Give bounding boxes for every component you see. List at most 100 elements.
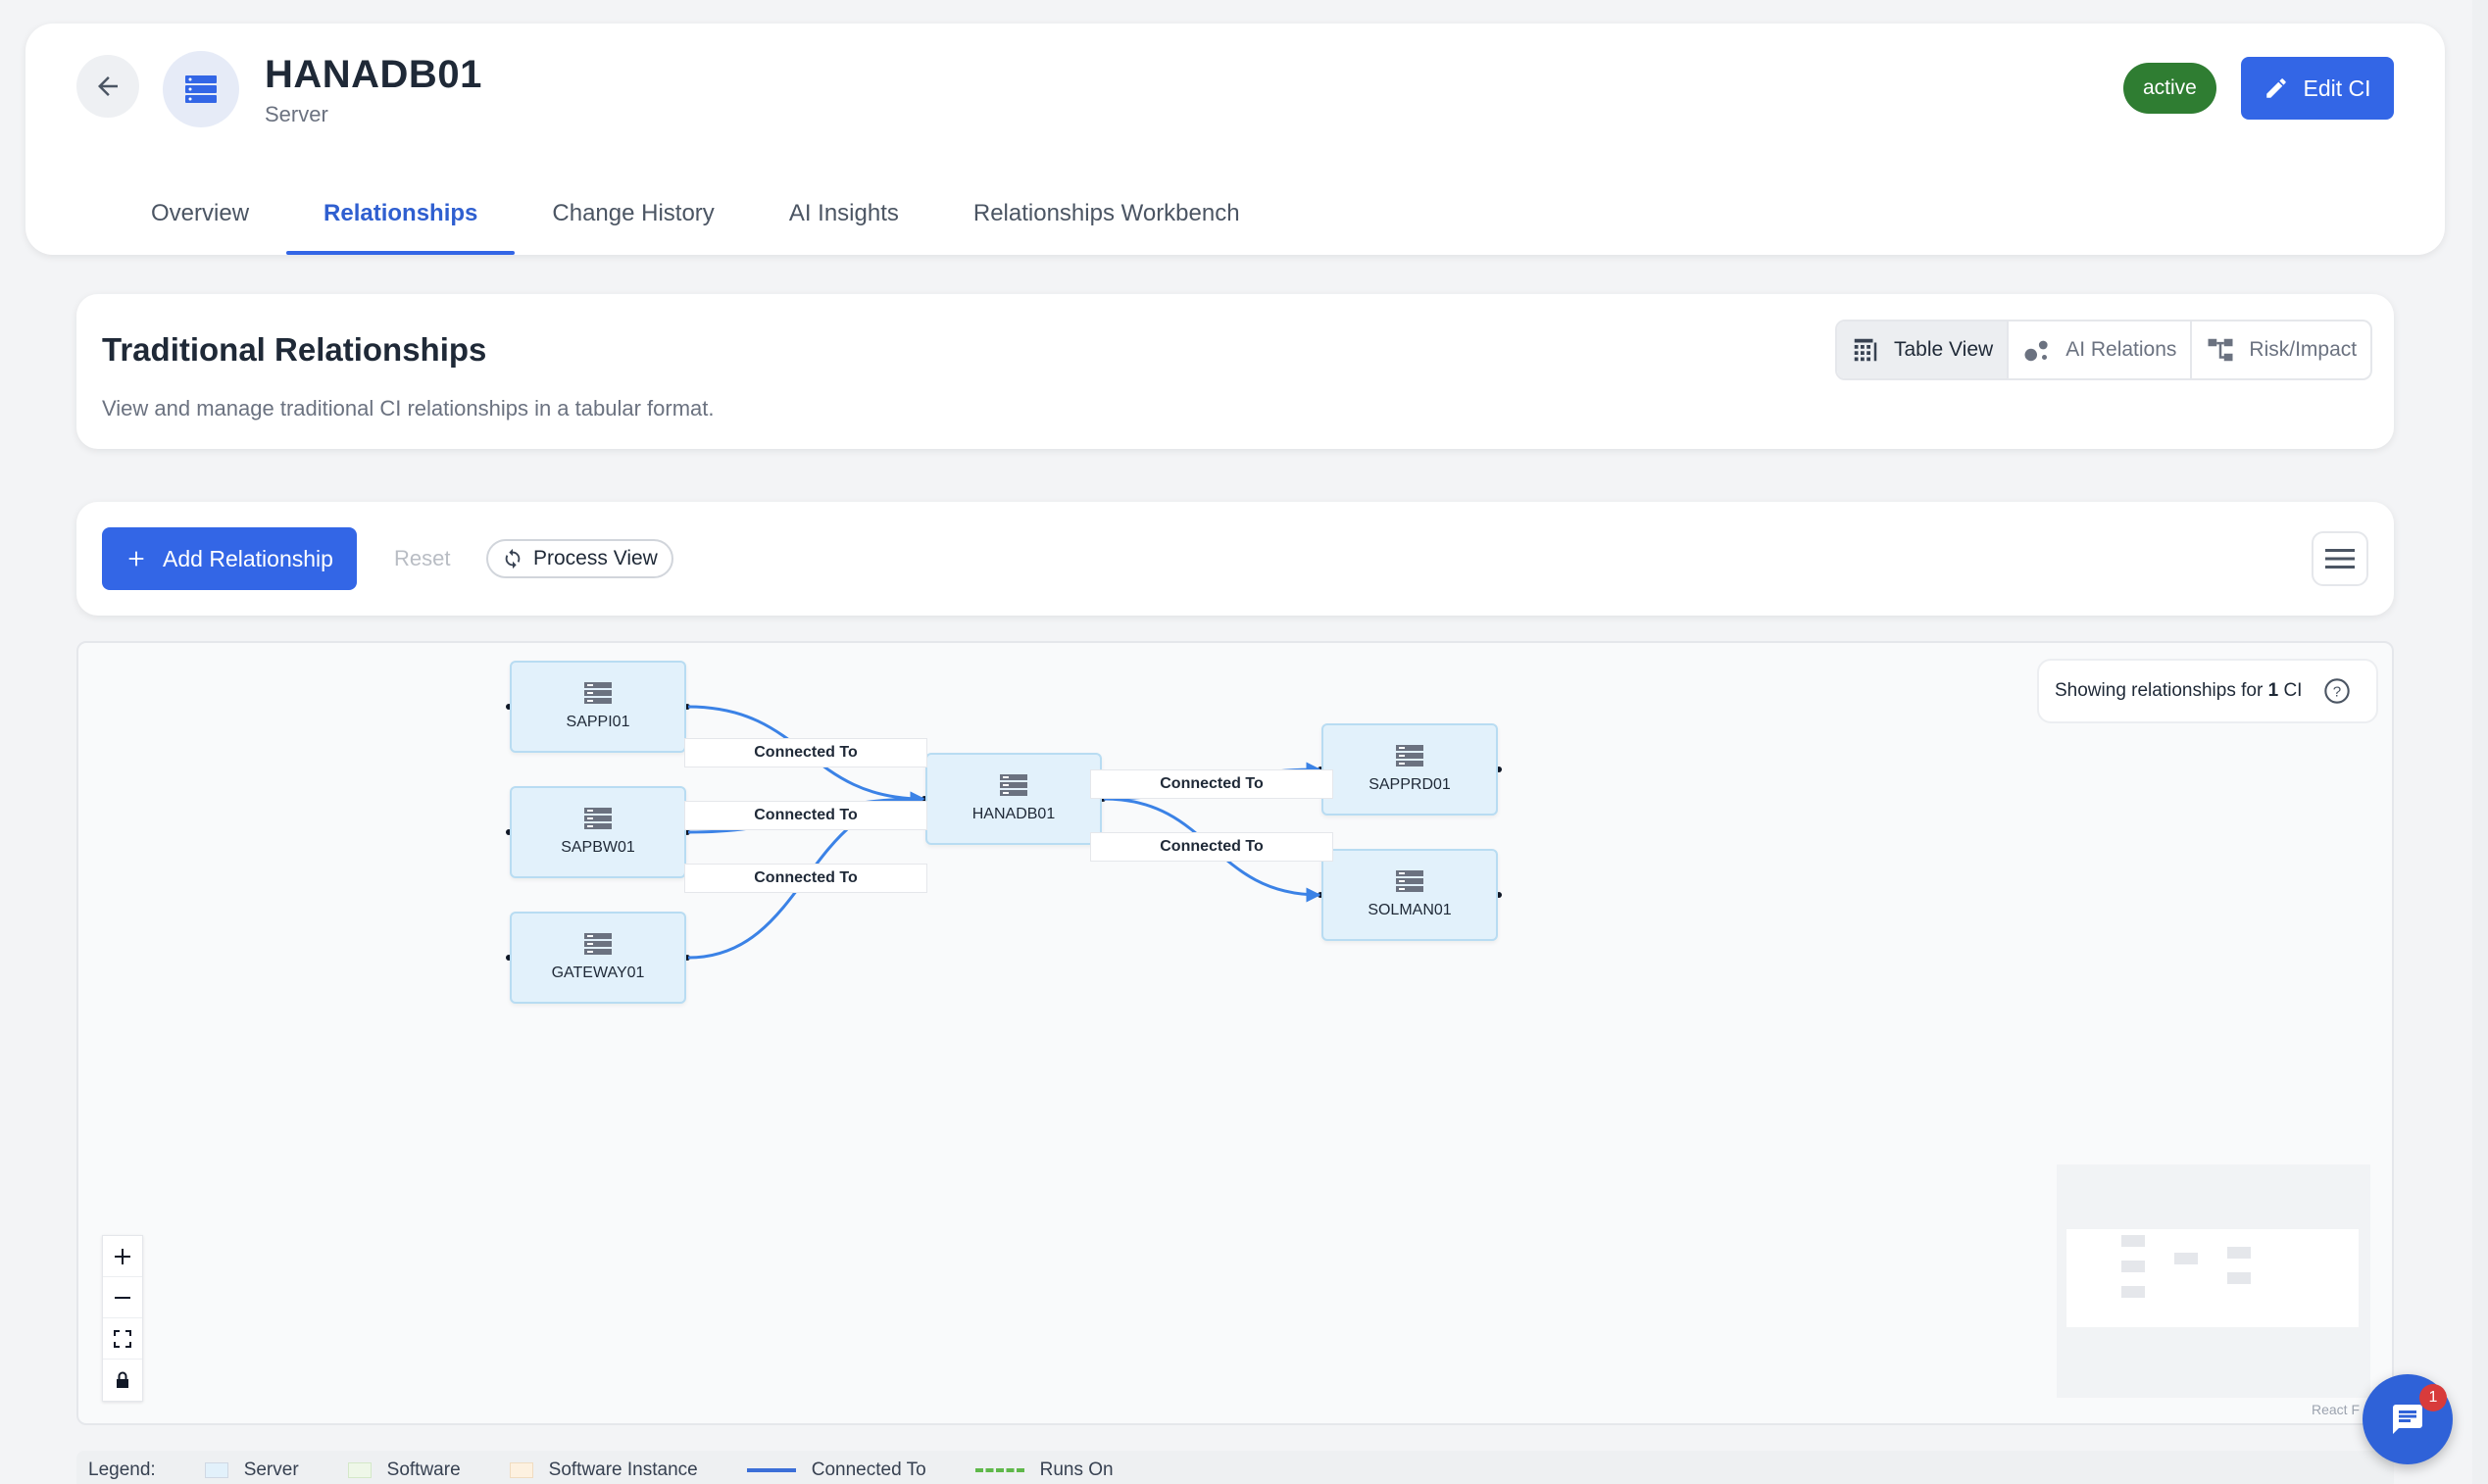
zoom-out-button[interactable]	[103, 1277, 142, 1318]
risk-impact-label: Risk/Impact	[2249, 338, 2358, 361]
sync-icon	[505, 548, 521, 569]
ai-relations-label: AI Relations	[2065, 338, 2177, 361]
add-relationship-button[interactable]: Add Relationship	[102, 527, 357, 590]
process-view-button[interactable]: Process View	[486, 539, 673, 578]
back-button[interactable]	[76, 55, 139, 118]
server-icon	[584, 682, 612, 704]
svg-text:?: ?	[2333, 683, 2341, 700]
legend-software-instance-label: Software Instance	[548, 1459, 698, 1480]
legend-software-label: Software	[386, 1459, 461, 1480]
minus-icon	[115, 1296, 130, 1299]
tab-bar: Overview Relationships Change History AI…	[114, 180, 1277, 255]
edge-label: Connected To	[684, 738, 927, 767]
reset-button[interactable]: Reset	[394, 546, 451, 570]
graph-node-sappi01[interactable]: SAPPI01	[510, 661, 686, 753]
plus-icon	[115, 1248, 130, 1264]
process-view-label: Process View	[533, 547, 658, 569]
ai-relations-button[interactable]: AI Relations	[2009, 322, 2193, 378]
legend-server-label: Server	[243, 1459, 299, 1480]
minimap[interactable]	[2057, 1164, 2370, 1398]
lock-button[interactable]	[103, 1360, 142, 1401]
arrow-left-icon	[98, 76, 118, 96]
menu-button[interactable]	[2312, 531, 2368, 586]
lock-icon	[117, 1371, 128, 1388]
tab-ai-insights[interactable]: AI Insights	[788, 200, 899, 226]
graph-node-hanadb01[interactable]: HANADB01	[925, 753, 1102, 845]
tab-relationships[interactable]: Relationships	[286, 180, 516, 255]
help-icon[interactable]: ?	[2323, 677, 2351, 705]
view-toggle: Table View AI Relations Risk/Impact	[1835, 320, 2373, 380]
bubbles-icon	[2024, 340, 2048, 362]
legend-software-swatch	[347, 1462, 372, 1478]
minimap-node	[2174, 1253, 2198, 1264]
zoom-in-button[interactable]	[103, 1236, 142, 1277]
table-icon	[1854, 338, 1877, 362]
relationships-section-card: Traditional Relationships View and manag…	[76, 294, 2394, 449]
graph-node-sapbw01[interactable]: SAPBW01	[510, 786, 686, 878]
table-view-label: Table View	[1894, 338, 1994, 361]
table-view-button[interactable]: Table View	[1837, 322, 2010, 378]
graph-node-sapprd01[interactable]: SAPPRD01	[1321, 723, 1498, 816]
server-icon	[1396, 745, 1423, 767]
add-relationship-label: Add Relationship	[163, 545, 333, 571]
graph-node-label: SOLMAN01	[1368, 902, 1452, 918]
edit-ci-label: Edit CI	[2303, 74, 2371, 101]
legend-runs-on-label: Runs On	[1039, 1459, 1114, 1480]
plus-icon	[128, 551, 144, 567]
graph-node-label: SAPBW01	[561, 839, 635, 856]
tab-change-history[interactable]: Change History	[552, 200, 715, 226]
server-icon	[584, 808, 612, 829]
legend-connected-to-line	[746, 1468, 796, 1472]
relationship-graph[interactable]: Showing relationships for 1 CI ? React F…	[76, 641, 2394, 1425]
graph-node-solman01[interactable]: SOLMAN01	[1321, 849, 1498, 941]
legend-server-swatch	[204, 1462, 228, 1478]
tab-overview[interactable]: Overview	[151, 200, 250, 226]
edge-label: Connected To	[1090, 832, 1333, 862]
info-pill: Showing relationships for 1 CI ?	[2037, 659, 2378, 723]
edge-label: Connected To	[684, 801, 927, 830]
legend-runs-on-line	[974, 1468, 1024, 1472]
ci-header-card: HANADB01 Server active Edit CI Overview …	[25, 24, 2445, 255]
graph-node-label: HANADB01	[971, 806, 1056, 822]
attribution-link[interactable]: React F	[2312, 1402, 2361, 1417]
fit-view-icon	[114, 1329, 131, 1348]
server-icon	[1000, 774, 1027, 796]
ci-avatar	[163, 51, 239, 127]
legend: Legend: Server Software Software Instanc…	[76, 1451, 2394, 1484]
chat-notification-badge: 1	[2419, 1384, 2447, 1411]
edge-label: Connected To	[1090, 769, 1333, 799]
server-icon	[185, 75, 217, 103]
minimap-node	[2227, 1272, 2251, 1284]
page-scrollbar[interactable]	[2472, 0, 2488, 1484]
server-icon	[1396, 870, 1423, 892]
fit-view-button[interactable]	[103, 1318, 142, 1360]
pencil-icon	[2266, 78, 2287, 98]
graph-node-gateway01[interactable]: GATEWAY01	[510, 912, 686, 1004]
minimap-viewport	[2066, 1229, 2359, 1327]
server-icon	[584, 933, 612, 955]
section-description: View and manage traditional CI relations…	[102, 396, 715, 420]
ci-type-label: Server	[265, 102, 328, 126]
tab-relationships-workbench[interactable]: Relationships Workbench	[972, 200, 1240, 226]
legend-software-instance-swatch	[509, 1462, 533, 1478]
info-text: Showing relationships for 1 CI	[2055, 680, 2303, 701]
legend-connected-to-label: Connected To	[811, 1459, 926, 1480]
minimap-node	[2227, 1247, 2251, 1259]
hierarchy-icon	[2208, 338, 2233, 362]
legend-title: Legend:	[88, 1459, 156, 1480]
chat-button[interactable]: 1	[2363, 1374, 2453, 1464]
minimap-node	[2121, 1261, 2145, 1272]
chat-icon	[2393, 1405, 2422, 1434]
graph-node-label: SAPPRD01	[1368, 776, 1451, 793]
minimap-node	[2121, 1286, 2145, 1298]
zoom-controls	[102, 1235, 143, 1402]
edge-label: Connected To	[684, 864, 927, 893]
hamburger-icon	[2325, 549, 2355, 569]
status-badge: active	[2123, 63, 2216, 114]
minimap-node	[2121, 1235, 2145, 1247]
graph-node-label: SAPPI01	[566, 714, 630, 730]
edit-ci-button[interactable]: Edit CI	[2241, 57, 2394, 120]
page-title: HANADB01	[265, 53, 482, 96]
section-title: Traditional Relationships	[102, 331, 487, 368]
risk-impact-button[interactable]: Risk/Impact	[2192, 322, 2370, 378]
